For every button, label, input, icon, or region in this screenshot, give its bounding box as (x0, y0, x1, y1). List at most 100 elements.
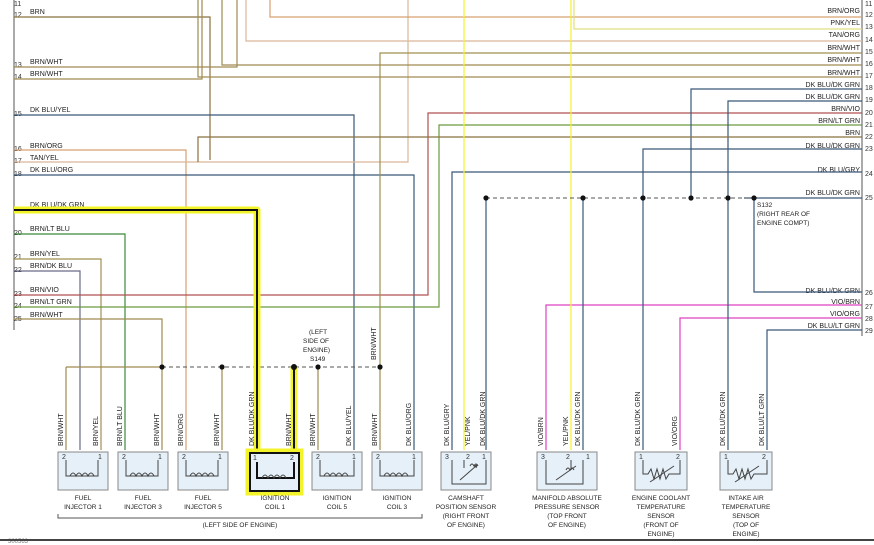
fuel-injector-1-pin-b: 1 (98, 454, 102, 461)
ignition-coil-5-pin-b: 1 (352, 454, 356, 461)
right-label-22: BRN (845, 130, 860, 137)
right-pin-21: 21 (865, 122, 873, 129)
left-label-14: BRN/WHT (30, 71, 63, 78)
component-wire-labels: BRN/WHT BRN/YEL BRN/LT BLU BRN/WHT BRN/O… (58, 392, 766, 446)
intake-air-temperature-sensor[interactable]: 1 2 INTAKE AIR TEMPERATURE SENSOR (TOP O… (719, 451, 773, 538)
wire-right-29 (766, 329, 862, 450)
thermistor-arrow-icon (649, 465, 675, 483)
coil-winding-icon (261, 474, 287, 480)
wire-right-28 (679, 317, 862, 450)
right-label-13: PNK/YEL (830, 20, 860, 27)
s149-splice: (LEFT SIDE OF ENGINE) S149 BRN/WHT (65, 327, 383, 450)
ignition-coil-5-label-1: IGNITION (323, 495, 352, 502)
left-label-19: DK BLU/DK GRN (30, 202, 84, 209)
fuel-injector-5[interactable]: 2 1 FUEL INJECTOR 5 (177, 451, 229, 511)
ignition-coil-5[interactable]: 2 1 IGNITION COIL 5 (311, 451, 363, 511)
ignition-coil-1-label-1: IGNITION (261, 495, 290, 502)
right-label-23: DK BLU/DK GRN (806, 143, 860, 150)
s149-vertical-label: BRN/WHT (371, 327, 378, 360)
solenoid-icon (125, 460, 159, 478)
ect-sensor-label-1: ENGINE COOLANT (632, 495, 690, 502)
right-label-15: BRN/WHT (827, 45, 860, 52)
right-label-16: BRN/WHT (827, 57, 860, 64)
right-pin-15: 15 (865, 49, 873, 56)
camshaft-sensor-pin-1: 1 (482, 454, 486, 461)
right-pin-26: 26 (865, 290, 873, 297)
camshaft-sensor-pin-2: 2 (466, 454, 470, 461)
fuel-injector-3-label-2: INJECTOR 3 (124, 504, 162, 511)
ignition-coil-1-pin-b: 2 (290, 455, 294, 462)
map-sensor-pin-1: 1 (586, 454, 590, 461)
ignition-coil-1-highlight (245, 448, 304, 496)
camshaft-position-sensor[interactable]: 3 2 1 CAMSHAFT POSITION SENSOR (RIGHT FR… (436, 451, 497, 529)
wire-left-20 (14, 233, 126, 450)
right-label-21: BRN/LT GRN (818, 118, 860, 125)
cmp-wire-a: DK BLU/GRY (444, 403, 451, 446)
coil-icon (319, 460, 355, 478)
fuel-injector-3-pin-b: 1 (158, 454, 162, 461)
right-label-29: DK BLU/LT GRN (808, 323, 860, 330)
wire-left-13 (14, 0, 238, 68)
ect-wire-a: DK BLU/DK GRN (635, 392, 642, 446)
fuel-injector-3[interactable]: 2 1 FUEL INJECTOR 3 (117, 451, 169, 511)
ect-sensor-pin-2: 2 (676, 454, 680, 461)
left-pin-11: 11 (14, 1, 21, 8)
fuel-injector-1[interactable]: 2 1 FUEL INJECTOR 1 (57, 451, 109, 511)
s132-splice: S132 (RIGHT REAR OF ENGINE COMPT) (483, 195, 810, 450)
wire-left-18 (14, 174, 415, 450)
right-label-19: DK BLU/DK GRN (806, 94, 860, 101)
right-label-20: BRN/VIO (831, 106, 860, 113)
inj5-wire-a: BRN/ORG (178, 413, 185, 446)
s132-line2: ENGINE COMPT) (757, 220, 809, 227)
ignition-coil-5-label-2: COIL 5 (327, 504, 348, 511)
s149-line3: ENGINE) (303, 347, 330, 354)
wire-right-26 (753, 198, 862, 293)
right-pin-28: 28 (865, 316, 873, 323)
coil-icon (379, 460, 415, 478)
ect-sensor-label-2: TEMPERATURE (637, 504, 686, 511)
wire-right-17 (197, 0, 862, 78)
coil3-wire-b: DK BLU/ORG (406, 403, 413, 446)
thermistor-arrow-icon (734, 465, 760, 483)
fuel-injector-5-label-1: FUEL (195, 495, 212, 502)
ignition-coil-3-pin-b: 1 (412, 454, 416, 461)
wire-left-25 (14, 318, 163, 367)
iat-sensor-label-1: INTAKE AIR (728, 495, 764, 502)
ignition-coil-1[interactable]: 1 2 IGNITION COIL 1 (245, 448, 304, 511)
right-label-12: BRN/ORG (827, 8, 860, 15)
ignition-coil-3[interactable]: 2 1 IGNITION COIL 3 (371, 451, 423, 511)
s149-id: S149 (310, 356, 326, 363)
right-pin-22: 22 (865, 134, 873, 141)
left-label-21: BRN/YEL (30, 251, 60, 258)
ect-sensor-label-5: ENGINE) (647, 531, 674, 538)
right-label-18: DK BLU/DK GRN (806, 82, 860, 89)
iat-sensor-label-5: ENGINE) (732, 531, 759, 538)
wire-left-12 (14, 16, 211, 160)
left-wire-labels: BRN BRN/WHT BRN/WHT DK BLU/YEL BRN/ORG T… (30, 9, 84, 319)
ignition-coil-3-label-1: IGNITION (383, 495, 412, 502)
inj1-wire-a: BRN/WHT (58, 413, 65, 446)
camshaft-sensor-label-1: CAMSHAFT (448, 495, 484, 502)
cmp-wire-b: YEL/PNK (465, 416, 472, 446)
left-pin-21: 21 (14, 254, 22, 261)
wire-right-27 (545, 304, 862, 450)
coil5-wire-b: DK BLU/YEL (346, 405, 353, 446)
iat-sensor-label-2: TEMPERATURE (722, 504, 771, 511)
right-pin-14: 14 (865, 37, 873, 44)
wire-right-16 (221, 0, 862, 66)
map-wire-b: YEL/PNK (563, 416, 570, 446)
ect-wire-b: VIO/ORG (672, 416, 679, 446)
wire-left-17 (14, 0, 409, 163)
camshaft-sensor-label-3: (RIGHT FRONT (443, 513, 489, 520)
wire-left-22 (14, 270, 81, 450)
engine-coolant-temperature-sensor[interactable]: 1 2 ENGINE COOLANT TEMPERATURE SENSOR (F… (632, 451, 690, 538)
s149-line2: SIDE OF (303, 338, 329, 345)
left-label-15: DK BLU/YEL (30, 107, 71, 114)
fuel-injector-5-label-2: INJECTOR 5 (184, 504, 222, 511)
manifold-absolute-pressure-sensor[interactable]: 3 2 1 MANIFOLD ABSOLUTE PRESSURE SENSOR … (532, 451, 603, 529)
map-sensor-label-4: OF ENGINE) (548, 522, 586, 529)
wire-right-23 (642, 148, 862, 198)
ect-sensor-body (634, 451, 688, 491)
ignition-coil-3-pin-a: 2 (376, 454, 380, 461)
